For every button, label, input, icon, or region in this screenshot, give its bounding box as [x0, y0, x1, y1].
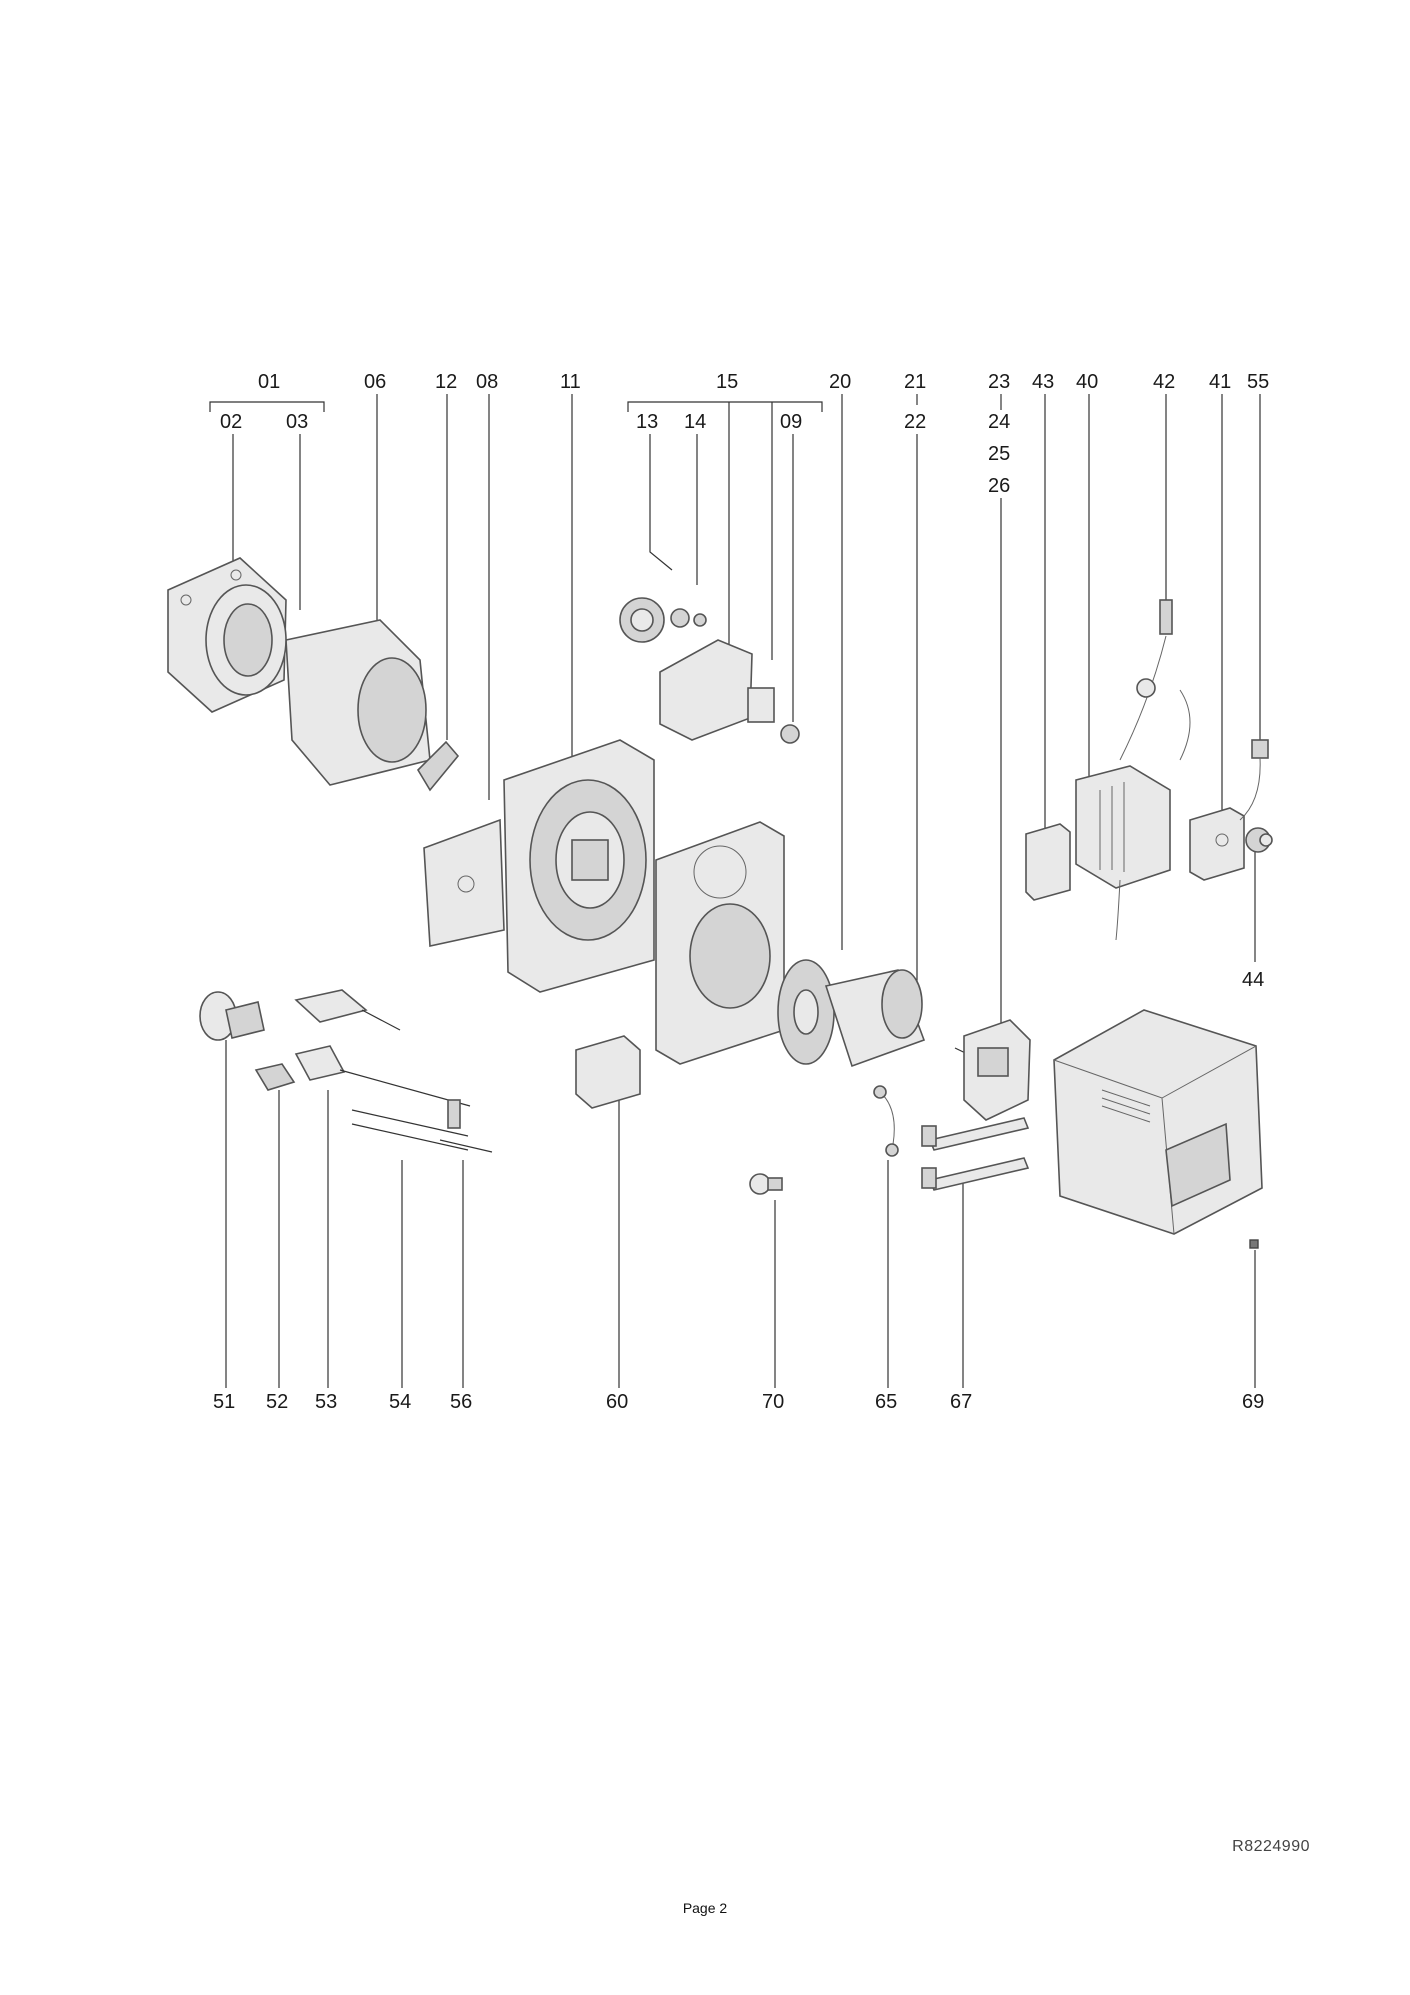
bracket-01 [209, 401, 325, 412]
label-25: 25 [988, 443, 1010, 465]
part-fan-20 [777, 959, 926, 1068]
drawing-reference: R8224990 [1232, 1838, 1310, 1855]
label-69: 69 [1242, 1391, 1264, 1413]
label-42: 42 [1153, 371, 1175, 393]
part-photocell-42 [1119, 599, 1191, 761]
label-06: 06 [364, 371, 386, 393]
label-23: 23 [988, 371, 1010, 393]
part-screw-69 [1249, 1239, 1259, 1249]
label-02: 02 [220, 411, 242, 433]
label-52: 52 [266, 1391, 288, 1413]
label-43: 43 [1032, 371, 1054, 393]
part-hoses-67 [921, 1117, 1030, 1191]
label-56: 56 [450, 1391, 472, 1413]
part-labels: 01 02 03 06 12 08 11 15 13 14 09 20 21 2… [213, 371, 1269, 1413]
label-26: 26 [988, 475, 1010, 497]
part-swirler-51 [199, 991, 265, 1041]
label-54: 54 [389, 1391, 411, 1413]
part-cover-plate [655, 821, 785, 1065]
label-44: 44 [1242, 969, 1264, 991]
label-67: 67 [950, 1391, 972, 1413]
label-60: 60 [606, 1391, 628, 1413]
part-transformer-43 [1025, 823, 1071, 901]
part-reset-44 [1245, 827, 1273, 853]
bracket-15 [627, 401, 823, 412]
part-52 [254, 1063, 296, 1091]
part-nozzle-holder-53 [294, 989, 471, 1129]
part-connector-55 [1239, 739, 1269, 821]
leader-22 [895, 434, 918, 996]
leader-26 [954, 498, 1002, 1071]
part-air-damper-13-14-15 [619, 597, 753, 741]
label-24: 24 [988, 411, 1010, 433]
label-65: 65 [875, 1391, 897, 1413]
label-53: 53 [315, 1391, 337, 1413]
label-12: 12 [435, 371, 457, 393]
label-11: 11 [560, 371, 581, 393]
label-13: 13 [636, 411, 658, 433]
part-relay-41 [1189, 807, 1245, 881]
label-55: 55 [1247, 371, 1269, 393]
part-cable-65 [873, 1085, 899, 1157]
label-15: 15 [716, 371, 738, 393]
label-01: 01 [258, 371, 280, 393]
label-41: 41 [1209, 371, 1231, 393]
label-51: 51 [213, 1391, 235, 1413]
group-brackets [209, 401, 823, 412]
part-cover-hood [1053, 1009, 1263, 1235]
label-14: 14 [684, 411, 706, 433]
part-pump-23 [963, 1019, 1031, 1121]
part-09 [747, 687, 800, 744]
label-03: 03 [286, 411, 308, 433]
label-08: 08 [476, 371, 498, 393]
part-capacitor-60 [575, 1035, 641, 1109]
page-number: Page 2 [682, 1900, 728, 1916]
part-control-box-40 [1075, 765, 1171, 941]
leader-13 [649, 434, 673, 571]
part-clip-12 [416, 740, 460, 792]
part-housing-11 [503, 739, 655, 993]
label-21: 21 [904, 371, 926, 393]
label-70: 70 [762, 1391, 784, 1413]
part-70 [749, 1173, 783, 1195]
part-electrodes-54-56 [351, 1109, 493, 1153]
part-gasket-08 [423, 818, 505, 947]
label-20: 20 [829, 371, 851, 393]
label-40: 40 [1076, 371, 1098, 393]
label-22: 22 [904, 411, 926, 433]
part-blast-tube-06 [205, 584, 431, 786]
label-09: 09 [780, 411, 802, 433]
